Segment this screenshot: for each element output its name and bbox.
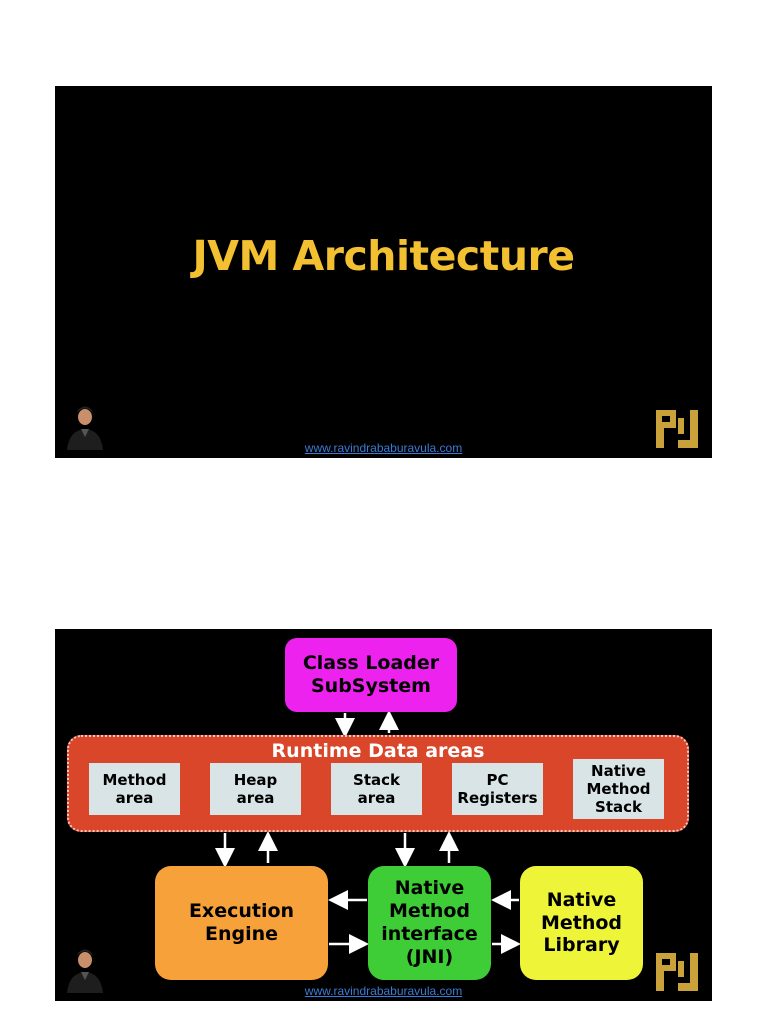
- rr-logo-icon: [656, 410, 698, 448]
- title-slide: JVM Architecture www.ravindrababuravula.…: [55, 86, 712, 458]
- method-area-box: Method area: [89, 763, 180, 815]
- native-method-library-box: Native Method Library: [520, 866, 643, 980]
- runtime-data-areas-box: Runtime Data areas Method area Heap area…: [67, 735, 689, 832]
- website-link[interactable]: www.ravindrababuravula.com: [304, 984, 463, 998]
- presenter-avatar-icon: [67, 406, 103, 450]
- heap-area-box: Heap area: [210, 763, 301, 815]
- presenter-avatar-icon: [67, 949, 103, 993]
- runtime-data-areas-label: Runtime Data areas: [271, 740, 485, 762]
- diagram-arrows: [215, 710, 521, 954]
- pc-registers-box: PC Registers: [452, 763, 543, 815]
- slide-title: JVM Architecture: [192, 232, 575, 280]
- stack-area-box: Stack area: [331, 763, 422, 815]
- architecture-slide: Class Loader SubSystem Runtime Data area…: [55, 629, 712, 1001]
- execution-engine-box: Execution Engine: [155, 866, 328, 980]
- class-loader-subsystem-box: Class Loader SubSystem: [285, 638, 457, 712]
- website-link[interactable]: www.ravindrababuravula.com: [304, 441, 463, 455]
- native-method-interface-box: Native Method interface (JNI): [368, 866, 491, 980]
- native-method-stack-box: Native Method Stack: [573, 759, 664, 819]
- rr-logo-icon: [656, 953, 698, 991]
